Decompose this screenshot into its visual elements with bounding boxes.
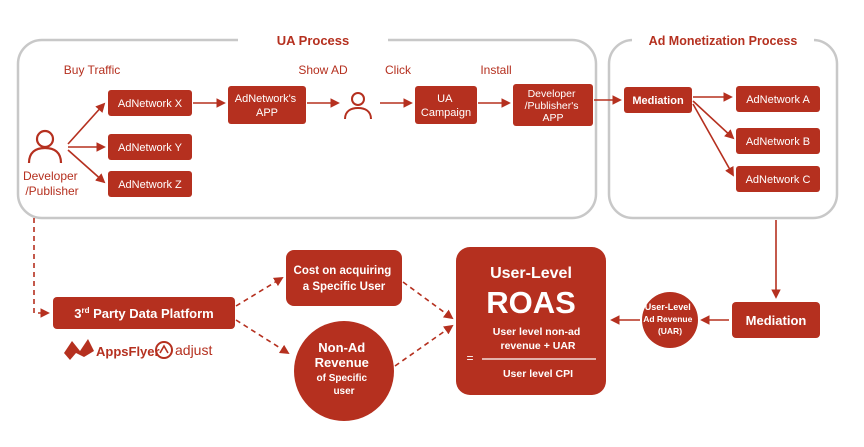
- svg-text:adjust: adjust: [175, 342, 212, 358]
- svg-text:AdNetwork Y: AdNetwork Y: [118, 142, 183, 154]
- dashed-cost-to-roas: [402, 281, 454, 320]
- adnetwork-a-box: AdNetwork A: [736, 86, 820, 112]
- arrow-dev-to-adnetwork-x: [67, 102, 106, 145]
- monetization-title-gap: [632, 30, 814, 50]
- roas-equals: =: [466, 351, 473, 365]
- adjust-logo: adjust: [155, 341, 212, 359]
- svg-text:Mediation: Mediation: [632, 95, 684, 107]
- appsflyer-logo: AppsFlyer: [64, 339, 160, 360]
- svg-text:Cost on acquiring a Spec: Cost on acquiring a Specific User: [294, 265, 395, 293]
- dashed-third-party-to-cost: [235, 277, 284, 307]
- svg-text:Developer /Publisher's: Developer /Publisher's APP: [525, 88, 582, 124]
- developer-label: Developer /Publisher: [23, 169, 81, 198]
- dashed-nonad-to-roas: [394, 324, 454, 367]
- mediation-top-box: Mediation: [624, 87, 692, 113]
- roas-title-line1: User-Level: [490, 265, 572, 282]
- adnetwork-y-box: AdNetwork Y: [108, 134, 192, 160]
- svg-text:User-Level Ad Revenue: User-Level Ad Revenue (UAR): [643, 297, 697, 336]
- adnetwork-c-box: AdNetwork C: [736, 166, 820, 192]
- arrow-dev-to-adnetwork-z: [67, 149, 106, 184]
- svg-text:AdNetwork X: AdNetwork X: [118, 98, 183, 110]
- developer-app-box: Developer /Publisher's APP: [513, 84, 593, 126]
- svg-text:UA Campaign: UA Campaign: [421, 93, 471, 119]
- show-ad-label: Show AD: [298, 63, 348, 77]
- svg-text:AdNetwork C: AdNetwork C: [746, 174, 811, 186]
- adjust-mark-icon: [155, 341, 173, 359]
- svg-text:AdNetwork A: AdNetwork A: [746, 94, 810, 106]
- appsflyer-mark-icon: [64, 339, 94, 360]
- adnetwork-app-box: AdNetwork's APP: [228, 86, 306, 124]
- nonad-revenue-circle: Non-Ad Revenue of Specific user: [294, 321, 394, 421]
- adnetwork-b-box: AdNetwork B: [736, 128, 820, 154]
- svg-text:Mediation: Mediation: [746, 313, 807, 328]
- arrow-mediation-to-b: [692, 100, 735, 140]
- developer-person-icon: [27, 129, 63, 164]
- install-label: Install: [480, 63, 511, 77]
- roas-title-line2: ROAS: [486, 285, 576, 320]
- adnetwork-z-box: AdNetwork Z: [108, 171, 192, 197]
- click-label: Click: [385, 63, 412, 77]
- svg-text:Non-Ad Revenue of: Non-Ad Revenue of Specific user: [315, 339, 374, 397]
- cost-acquiring-box: Cost on acquiring a Specific User: [286, 250, 402, 306]
- svg-text:User level non-ad revenu: User level non-ad revenue + UAR: [493, 326, 583, 352]
- user-person-icon: [344, 92, 372, 120]
- uar-circle: User-Level Ad Revenue (UAR): [642, 292, 698, 348]
- dashed-dev-to-third-party: [33, 218, 50, 318]
- svg-text:AdNetwork's APP: AdNetwork's APP: [235, 93, 299, 119]
- svg-text:3rd Party Data Platform: 3rd Party Data Platform: [74, 306, 214, 321]
- arrow-mediation-to-c: [692, 103, 734, 177]
- ua-campaign-box: UA Campaign: [415, 86, 477, 124]
- roas-denominator: User level CPI: [503, 368, 573, 380]
- ad-monetization-title: Ad Monetization Process: [649, 34, 798, 48]
- dashed-third-party-to-nonad: [235, 319, 290, 355]
- mediation-bottom-box: Mediation: [732, 302, 820, 338]
- svg-text:AdNetwork Z: AdNetwork Z: [118, 179, 182, 191]
- svg-text:AdNetwork B: AdNetwork B: [746, 136, 810, 148]
- user-level-roas-box: User-Level ROAS = User level non-ad reve…: [456, 247, 606, 395]
- third-party-platform-box: 3rd Party Data Platform: [53, 297, 235, 329]
- svg-text:AppsFlyer: AppsFlyer: [96, 344, 160, 359]
- ua-process-title: UA Process: [277, 33, 350, 48]
- ua-title-gap: [238, 30, 388, 50]
- adnetwork-x-box: AdNetwork X: [108, 90, 192, 116]
- buy-traffic-label: Buy Traffic: [64, 63, 120, 77]
